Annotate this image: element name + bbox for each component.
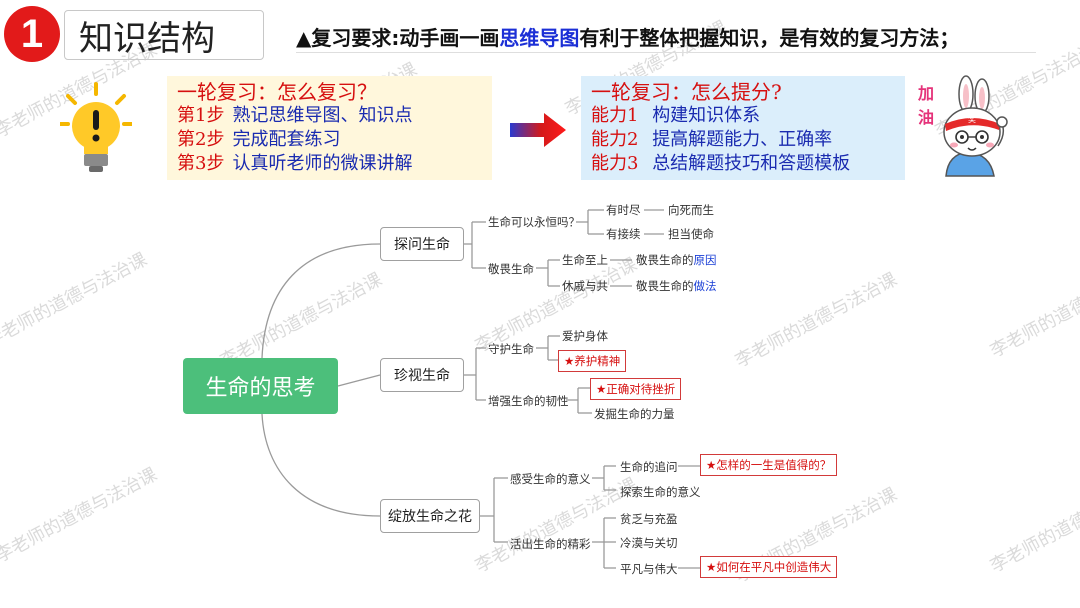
ability-text: 总结解题技巧和答题模板 (652, 153, 851, 174)
rabbit-mascot-illustration: 加油 奖 (918, 74, 1008, 184)
step-text: 认真听老师的微课讲解 (232, 153, 413, 174)
node-text: 守护生命 (488, 342, 534, 356)
node-text-highlight: 原因 (693, 253, 717, 267)
header-divider (296, 52, 1036, 53)
step-text: 完成配套练习 (232, 129, 341, 150)
node-text: 敬畏生命的原因 (636, 252, 717, 268)
step-label: 第1步 (177, 105, 225, 126)
node-text: 生命至上 (562, 253, 608, 267)
review-requirement: ▲复习要求:动手画一画思维导图有利于整体把握知识，是有效的复习方法； (296, 22, 959, 51)
step-label: 第2步 (177, 129, 225, 150)
key-point-box: ★养护精神 (558, 350, 627, 372)
requirement-highlight: 思维导图 (499, 26, 580, 50)
node-text: 生命可以永恒吗？ (488, 215, 580, 229)
requirement-suffix: 有利于整体把握知识，是有效的复习方法； (579, 26, 960, 50)
branch-node-explore-life: 探问生命 (380, 227, 464, 261)
node-text: 爱护身体 (562, 329, 608, 343)
step-text: 熟记思维导图、知识点 (232, 105, 413, 126)
key-point-box: ★怎样的一生是值得的？ (700, 454, 838, 476)
node-text: 向死而生 (668, 203, 714, 217)
list-item: 第2步完成配套练习 (177, 128, 482, 152)
lightbulb-icon (58, 82, 134, 178)
node-text: 探索生命的意义 (620, 485, 701, 499)
node-text: 休戚与共 (562, 279, 608, 293)
ability-text: 提高解题能力、正确率 (652, 129, 833, 150)
key-point-box: ★如何在平凡中创造伟大 (700, 556, 838, 578)
node-text-part: 敬畏生命的 (636, 279, 694, 293)
node-text: 冷漠与关切 (620, 536, 678, 550)
section-title: 知识结构 (64, 10, 264, 60)
ability-label: 能力3 (591, 153, 639, 174)
node-text: 活出生命的精彩 (510, 537, 591, 551)
list-item: 能力1 构建知识体系 (591, 104, 895, 128)
score-improvement-title: 一轮复习：怎么提分? (591, 80, 782, 104)
key-point-box: ★正确对待挫折 (590, 378, 682, 400)
list-item: 第1步熟记思维导图、知识点 (177, 104, 482, 128)
ability-label: 能力2 (591, 129, 639, 150)
node-text: 敬畏生命的做法 (636, 278, 717, 294)
ability-label: 能力1 (591, 105, 639, 126)
node-text: 贫乏与充盈 (620, 512, 678, 526)
node-text: 感受生命的意义 (510, 472, 591, 486)
node-text: 有接续 (606, 227, 641, 241)
step-label: 第3步 (177, 153, 225, 174)
ability-text: 构建知识体系 (652, 105, 761, 126)
node-text: 有时尽 (606, 203, 641, 217)
mindmap-root-node: 生命的思考 (183, 358, 338, 414)
node-text-part: 敬畏生命的 (636, 253, 694, 267)
right-arrow-icon (510, 112, 566, 152)
branch-node-bloom-life: 绽放生命之花 (380, 499, 480, 533)
node-text: 发掘生命的力量 (594, 407, 675, 421)
node-text: 担当使命 (668, 227, 714, 241)
section-number-badge: 1 (4, 6, 60, 62)
list-item: 第3步认真听老师的微课讲解 (177, 152, 482, 176)
review-method-box: 一轮复习：怎么复习？ 第1步熟记思维导图、知识点 第2步完成配套练习 第3步认真… (167, 76, 492, 180)
list-item: 能力3 总结解题技巧和答题模板 (591, 152, 895, 176)
node-text: 平凡与伟大 (620, 562, 678, 576)
cheer-text: 加油 (918, 84, 935, 127)
node-text: 增强生命的韧性 (488, 394, 569, 408)
node-text: 生命的追问 (620, 460, 678, 474)
branch-node-cherish-life: 珍视生命 (380, 358, 464, 392)
review-method-title: 一轮复习：怎么复习？ (177, 80, 377, 104)
requirement-prefix: ▲复习要求:动手画一画 (296, 26, 500, 50)
headband-text: 奖 (968, 115, 976, 124)
list-item: 能力2 提高解题能力、正确率 (591, 128, 895, 152)
node-text-highlight: 做法 (693, 279, 717, 293)
node-text: 敬畏生命 (488, 262, 534, 276)
score-improvement-box: 一轮复习：怎么提分? 能力1 构建知识体系 能力2 提高解题能力、正确率 能力3… (581, 76, 905, 180)
